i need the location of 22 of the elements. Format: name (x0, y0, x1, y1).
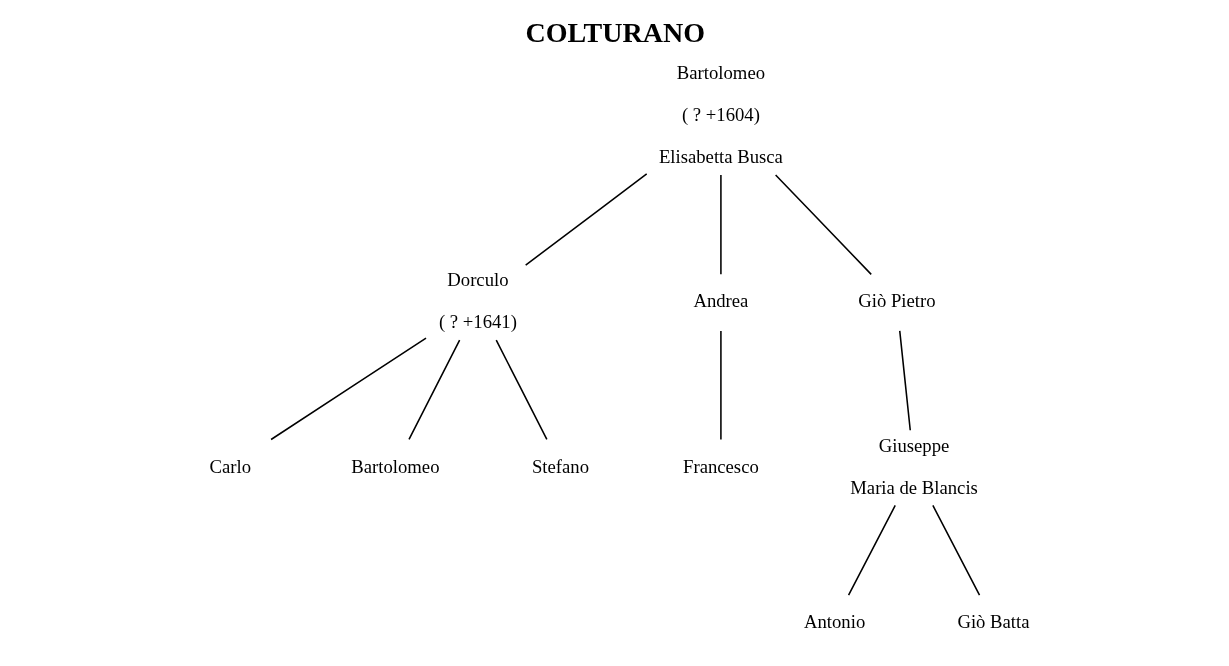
connector (269, 337, 427, 441)
node-text: Bartolomeo ( ? +1604) Elisabetta Busca (658, 62, 783, 168)
node-text: Carlo (209, 455, 251, 477)
node-text: Bartolomeo (350, 455, 439, 477)
node-text: Giò Batta (956, 611, 1030, 633)
connector (407, 339, 460, 441)
connector (524, 173, 647, 266)
diagram-title: COLTURANO (524, 16, 705, 48)
node-text: Andrea (692, 290, 748, 312)
node-text: Giuseppe Maria de Blancis (849, 434, 978, 498)
node-text: Dorculo ( ? +1641) (438, 269, 517, 333)
node-text: Francesco (682, 455, 759, 477)
connector (931, 504, 980, 596)
node-text: Giò Pietro (857, 290, 936, 312)
connector (494, 339, 548, 441)
node-text: Stefano (531, 455, 589, 477)
connector (774, 174, 872, 276)
connector (898, 330, 911, 432)
connector (719, 330, 722, 441)
connector (847, 504, 896, 596)
node-text: Antonio (803, 611, 865, 633)
connector (719, 174, 722, 276)
